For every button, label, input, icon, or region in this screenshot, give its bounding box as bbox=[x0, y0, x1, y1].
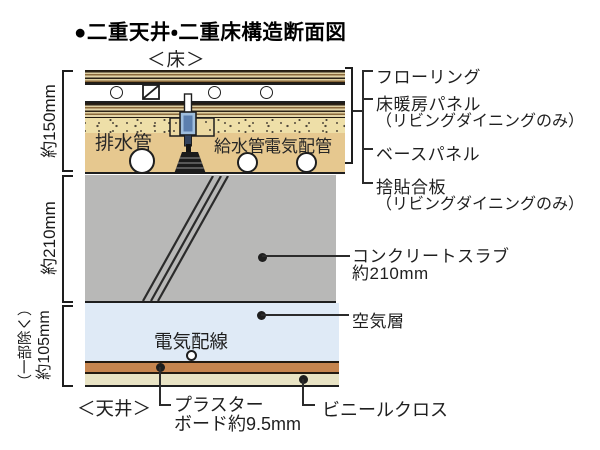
vinyl-cloth-layer bbox=[85, 374, 339, 387]
dim-bracket-ceiling bbox=[62, 304, 73, 387]
dim-bracket-floor bbox=[62, 70, 73, 172]
label-concrete-slab: コンクリートスラブ 約210mm bbox=[352, 248, 510, 282]
floor-caption: ＜床＞ bbox=[147, 49, 206, 70]
floor-assembly-bracket bbox=[345, 67, 353, 164]
label-concrete-slab-line1: コンクリートスラブ bbox=[352, 247, 510, 266]
wiring-label: 電気配線 bbox=[154, 331, 229, 352]
conduit-pipe-icon bbox=[296, 152, 317, 173]
dim-label-floor: 約150mm bbox=[39, 84, 59, 158]
dim-bracket-slab bbox=[62, 174, 73, 303]
water-pipe-label: 給水管 bbox=[214, 137, 265, 156]
label-vinyl-cloth: ビニールクロス bbox=[322, 400, 448, 420]
support-pipe-icon bbox=[260, 86, 273, 99]
label-air-layer: 空気層 bbox=[352, 312, 405, 331]
label-plasterboard-line1: プラスター bbox=[174, 395, 264, 415]
ceiling-caption: ＜天井＞ bbox=[77, 398, 152, 419]
leader-line bbox=[302, 404, 315, 406]
page-title: ●二重天井・二重床構造断面図 bbox=[74, 21, 347, 44]
label-concrete-slab-line2: 約210mm bbox=[352, 264, 429, 283]
label-tree-line bbox=[362, 70, 364, 184]
label-base-panel: ベースパネル bbox=[376, 145, 481, 164]
wiring-icon bbox=[186, 350, 197, 361]
water-pipe-icon bbox=[237, 152, 258, 173]
dim-label-slab: 約210mm bbox=[39, 201, 59, 275]
dim-label-ceiling-note: （一部除く） bbox=[17, 301, 34, 389]
floor-support-leg-icon bbox=[169, 93, 215, 174]
dim-label-ceiling: 約105mm bbox=[36, 310, 53, 380]
label-flooring: フローリング bbox=[376, 68, 481, 87]
bracket-stub bbox=[353, 110, 363, 112]
label-heating-panel-note: （リビングダイニングのみ） bbox=[376, 113, 585, 130]
label-rough-board-note: （リビングダイニングのみ） bbox=[376, 196, 585, 213]
support-pipe-icon bbox=[208, 86, 221, 99]
damper-symbol-icon bbox=[142, 84, 160, 100]
label-heating-panel: 床暖房パネル bbox=[376, 95, 481, 114]
plasterboard-layer bbox=[85, 361, 339, 374]
leader-line bbox=[159, 404, 171, 406]
base-panel-layer bbox=[85, 118, 345, 133]
leader-line bbox=[159, 367, 161, 406]
label-rough-board: 捨貼合板 bbox=[376, 178, 446, 197]
support-pipe-icon bbox=[110, 86, 123, 99]
leader-line bbox=[262, 255, 350, 257]
leader-line bbox=[302, 379, 304, 406]
tree-tick bbox=[364, 98, 373, 100]
air-gap-layer bbox=[85, 303, 339, 361]
tree-tick bbox=[364, 148, 373, 150]
conduit-pipe-label: 電気配管 bbox=[264, 137, 332, 156]
slab-hatch-lines bbox=[142, 176, 229, 302]
drain-pipe-icon bbox=[129, 148, 155, 174]
label-plasterboard-line2: ボード約9.5mm bbox=[174, 413, 302, 434]
leader-line bbox=[261, 314, 349, 316]
leader-dot bbox=[257, 252, 267, 262]
label-plasterboard: プラスター ボード約9.5mm bbox=[174, 396, 301, 433]
tree-tick bbox=[364, 182, 373, 184]
tree-tick bbox=[364, 70, 373, 72]
subfloor-board-layer bbox=[85, 103, 345, 118]
flooring-layer bbox=[85, 70, 345, 83]
